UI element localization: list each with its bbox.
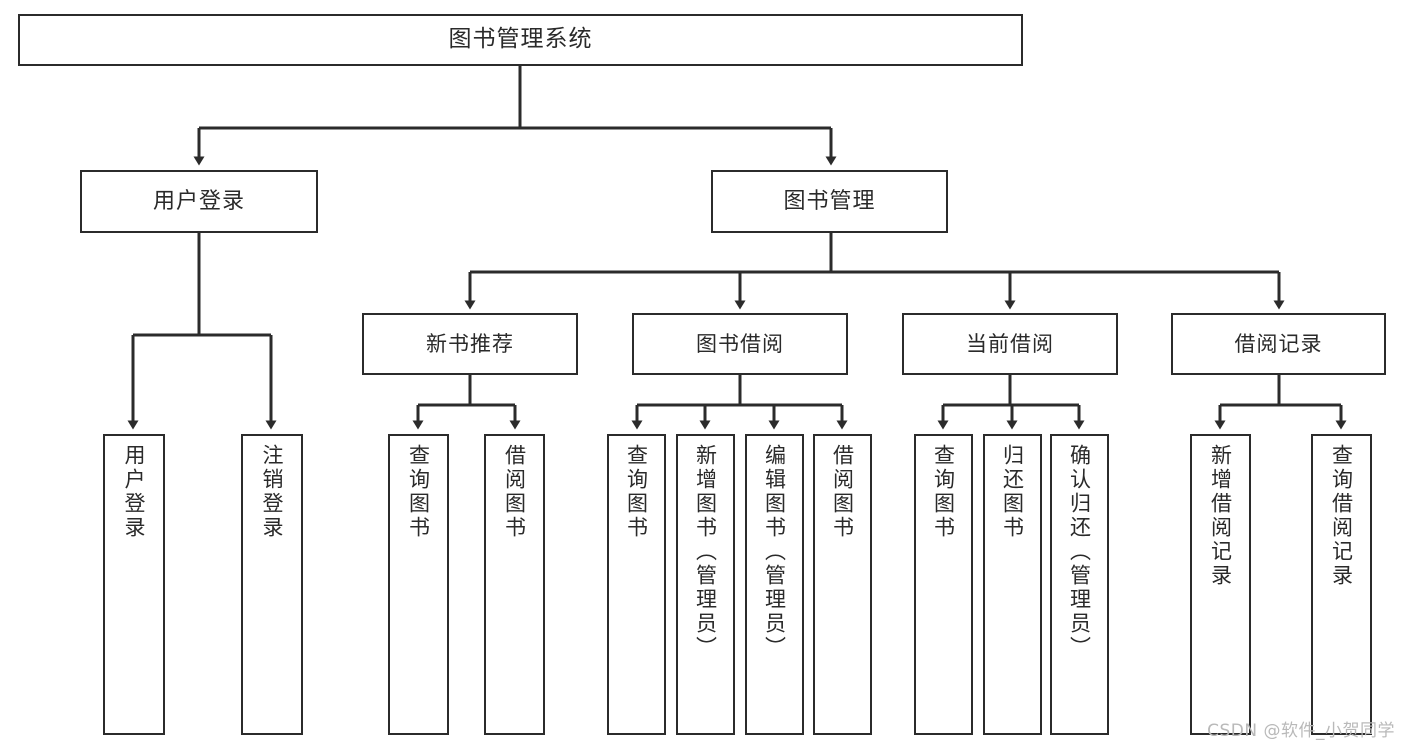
node-new-book-recommend-label: 新书推荐 [426,331,514,356]
node-leaf-query-record[interactable]: 查询借阅记录 [1311,434,1372,735]
node-user-login-label: 用户登录 [152,188,245,214]
node-leaf-borrow-book-1-label: 借阅图书 [502,444,527,540]
node-current-borrow-label: 当前借阅 [966,331,1054,356]
node-user-login[interactable]: 用户登录 [80,170,318,233]
node-leaf-query-book-2-label: 查询图书 [624,444,649,540]
node-book-borrow-label: 图书借阅 [696,331,784,356]
node-borrow-record[interactable]: 借阅记录 [1171,313,1386,375]
node-leaf-query-record-label: 查询借阅记录 [1329,444,1354,588]
node-leaf-return-book-label: 归还图书 [1000,444,1025,540]
node-leaf-confirm-return[interactable]: 确认归还（管理员） [1050,434,1109,735]
node-leaf-borrow-book-2-label: 借阅图书 [830,444,855,540]
node-leaf-return-book[interactable]: 归还图书 [983,434,1042,735]
node-book-borrow[interactable]: 图书借阅 [632,313,848,375]
node-leaf-query-book-1-label: 查询图书 [406,444,431,540]
node-leaf-add-record-label: 新增借阅记录 [1208,444,1233,588]
node-root-label: 图书管理系统 [448,26,593,53]
node-leaf-add-record[interactable]: 新增借阅记录 [1190,434,1251,735]
node-leaf-confirm-return-label: 确认归还（管理员） [1067,444,1092,660]
node-leaf-user-login-label: 用户登录 [122,444,147,540]
node-leaf-add-book[interactable]: 新增图书（管理员） [676,434,735,735]
node-new-book-recommend[interactable]: 新书推荐 [362,313,578,375]
node-leaf-user-logout[interactable]: 注销登录 [241,434,303,735]
node-leaf-query-book-3-label: 查询图书 [931,444,956,540]
node-leaf-query-book-3[interactable]: 查询图书 [914,434,973,735]
node-leaf-add-book-label: 新增图书（管理员） [693,444,718,660]
node-leaf-query-book-1[interactable]: 查询图书 [388,434,449,735]
node-root[interactable]: 图书管理系统 [18,14,1023,66]
node-current-borrow[interactable]: 当前借阅 [902,313,1118,375]
node-leaf-borrow-book-2[interactable]: 借阅图书 [813,434,872,735]
node-book-manage[interactable]: 图书管理 [711,170,948,233]
node-leaf-borrow-book-1[interactable]: 借阅图书 [484,434,545,735]
node-leaf-edit-book-label: 编辑图书（管理员） [762,444,787,660]
node-leaf-user-logout-label: 注销登录 [260,444,285,540]
node-borrow-record-label: 借阅记录 [1234,331,1323,356]
node-leaf-user-login[interactable]: 用户登录 [103,434,165,735]
node-book-manage-label: 图书管理 [783,188,876,214]
node-leaf-edit-book[interactable]: 编辑图书（管理员） [745,434,804,735]
node-leaf-query-book-2[interactable]: 查询图书 [607,434,666,735]
